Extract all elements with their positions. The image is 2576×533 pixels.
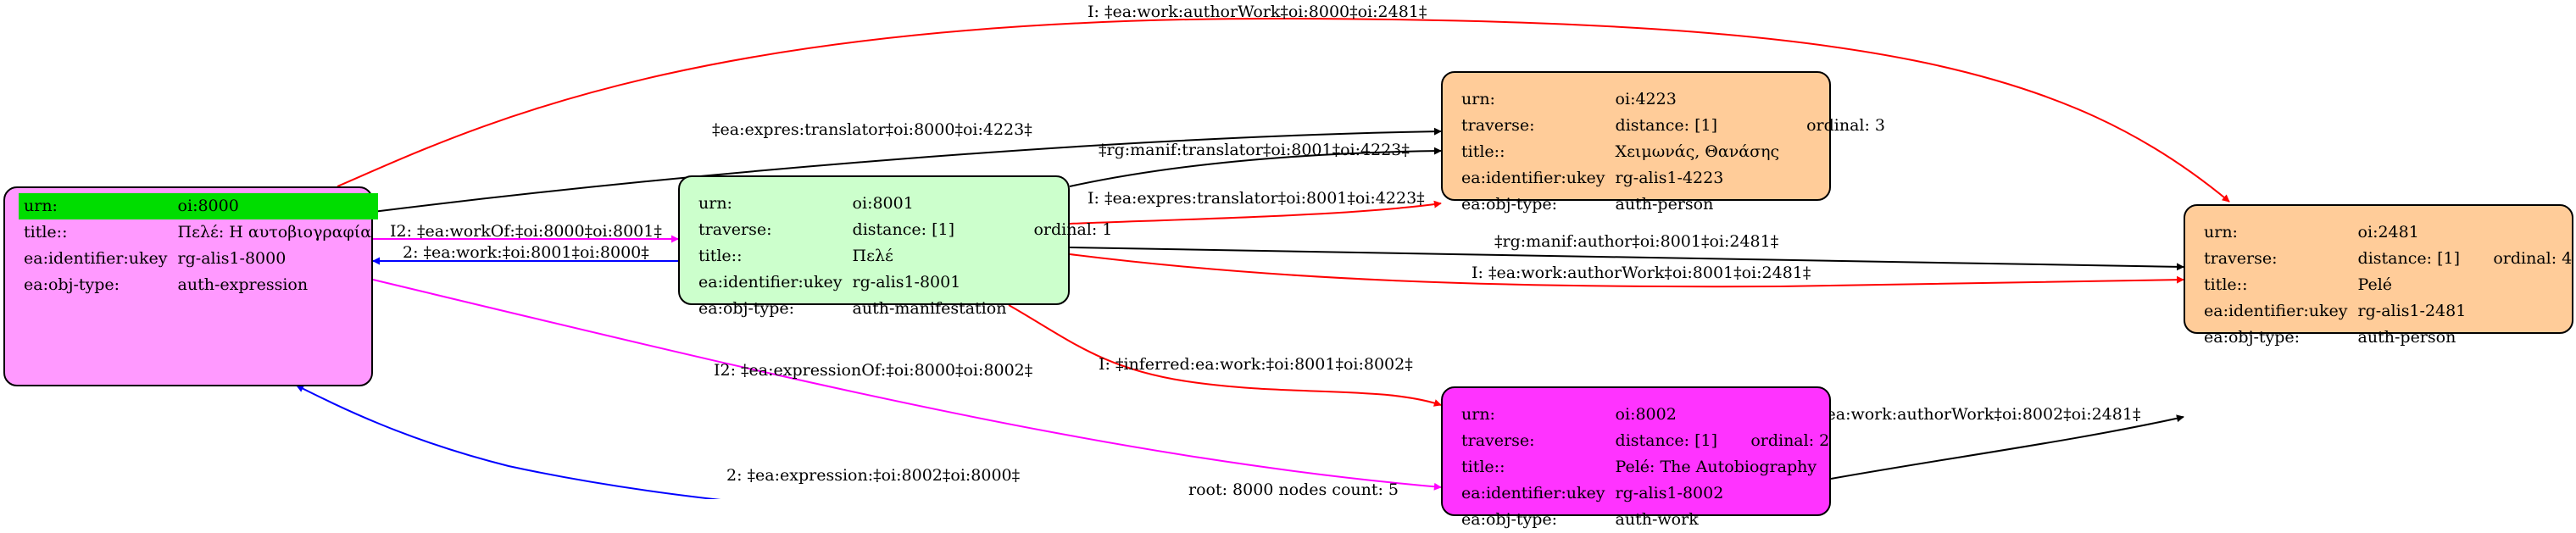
field-value: distance: [1] bbox=[2357, 249, 2460, 268]
field-key: ea:identifier:ukey bbox=[698, 273, 843, 291]
field-value: oi:2481 bbox=[2357, 223, 2419, 242]
field-key: ea:obj-type: bbox=[2204, 328, 2301, 347]
field-key: ea:identifier:ukey bbox=[2204, 302, 2348, 320]
edge-inv-translator-8001 bbox=[1069, 200, 1442, 225]
field-value: oi:8001 bbox=[852, 194, 914, 213]
edge-label-translator-8000-4223: ‡ea:expres:translator‡oi:8000‡oi:4223‡ bbox=[712, 120, 1032, 139]
field-key: traverse: bbox=[698, 220, 772, 239]
edge-label-manif-author: ‡rg:manif:author‡oi:8001‡oi:2481‡ bbox=[1494, 232, 1778, 251]
field-value: distance: [1] bbox=[852, 220, 954, 239]
field-key: ea:identifier:ukey bbox=[24, 249, 168, 268]
field-value: rg-alis1-8002 bbox=[1615, 484, 1724, 502]
node-table: urn: oi:8001 traverse: distance: [1] ordina… bbox=[693, 191, 1117, 322]
edge-manif-author bbox=[1069, 247, 2184, 271]
field-key: title:: bbox=[1461, 142, 1505, 161]
field-key: ea:obj-type: bbox=[1461, 195, 1558, 214]
field-value: Χειμωνάς, Θανάσης bbox=[1615, 142, 1780, 161]
edge-authorwork-8002 bbox=[1830, 414, 2184, 480]
node-oi-8002[interactable]: urn: oi:8002 traverse: distance: [1] ordina… bbox=[1441, 386, 1831, 529]
edge-label-inv-translator-8001: I: ‡ea:expres:translator‡oi:8001‡oi:4223… bbox=[1088, 189, 1425, 208]
edge-label-work-8001-8000: 2: ‡ea:work:‡oi:8001‡oi:8000‡ bbox=[403, 243, 649, 262]
edge-label-inferred: I: ‡inferred:ea:work:‡oi:8001‡oi:8002‡ bbox=[1099, 355, 1413, 374]
field-key: traverse: bbox=[2204, 249, 2278, 268]
node-table: urn:oi:8000 title::Πελέ: Η αυτοβιογραφία… bbox=[19, 193, 378, 298]
field-key: urn: bbox=[698, 194, 732, 213]
field-ordinal: ordinal: 1 bbox=[1033, 220, 1113, 239]
edge-label-expression: 2: ‡ea:expression:‡oi:8002‡oi:8000‡ bbox=[726, 466, 1020, 485]
field-key: traverse: bbox=[1461, 431, 1535, 450]
field-key: ea:identifier:ukey bbox=[1461, 484, 1605, 502]
field-value: Πελέ: Η αυτοβιογραφία bbox=[177, 223, 372, 242]
field-value: rg-alis1-4223 bbox=[1615, 169, 1724, 187]
edge-expressionof bbox=[372, 279, 1442, 491]
field-key: title:: bbox=[1461, 458, 1505, 476]
edge-label-authorwork-8000-2481: I: ‡ea:work:authorWork‡oi:8000‡oi:2481‡ bbox=[1088, 3, 1427, 21]
field-ordinal: ordinal: 2 bbox=[1750, 431, 1830, 450]
field-value: auth-expression bbox=[177, 275, 309, 294]
edge-authorwork-8000-2481 bbox=[337, 17, 2230, 203]
field-value: rg-alis1-2481 bbox=[2357, 302, 2467, 320]
edge-label-expressionof: I2: ‡ea:expressionOf:‡oi:8000‡oi:8002‡ bbox=[714, 361, 1032, 380]
node-table: urn: oi:4223 traverse: distance: [1] ordina… bbox=[1456, 86, 1890, 218]
node-table: urn: oi:8002 traverse: distance: [1] ordina… bbox=[1456, 402, 1834, 533]
field-key: urn: bbox=[1461, 405, 1495, 424]
field-value: auth-person bbox=[2357, 328, 2456, 347]
field-key: urn: bbox=[1461, 90, 1495, 108]
field-value: oi:8000 bbox=[172, 193, 378, 219]
node-oi-8000[interactable]: urn:oi:8000 title::Πελέ: Η αυτοβιογραφία… bbox=[3, 186, 378, 386]
field-key: title:: bbox=[698, 247, 743, 265]
node-oi-8001[interactable]: urn: oi:8001 traverse: distance: [1] ordina… bbox=[678, 175, 1112, 318]
edge-inferred bbox=[1008, 304, 1442, 407]
field-key: title:: bbox=[24, 223, 68, 242]
field-key: urn: bbox=[2204, 223, 2238, 242]
edge-translator-8000-4223 bbox=[372, 127, 1442, 213]
field-value: auth-work bbox=[1615, 510, 1699, 529]
footer-caption: root: 8000 nodes count: 5 bbox=[1188, 480, 1399, 499]
field-value: rg-alis1-8000 bbox=[177, 249, 287, 268]
edge-label-authorwork-8002: ‡ea:work:authorWork‡oi:8002‡oi:2481‡ bbox=[1818, 405, 2140, 424]
field-key: ea:identifier:ukey bbox=[1461, 169, 1605, 187]
field-value: oi:4223 bbox=[1615, 90, 1677, 108]
field-ordinal: ordinal: 4 bbox=[2493, 249, 2573, 268]
field-value: rg-alis1-8001 bbox=[852, 273, 961, 291]
field-ordinal: ordinal: 3 bbox=[1806, 116, 1886, 135]
edge-label-inv-author-8001: I: ‡ea:work:authorWork‡oi:8001‡oi:2481‡ bbox=[1472, 264, 1811, 282]
field-value: auth-person bbox=[1615, 195, 1714, 214]
field-key: title:: bbox=[2204, 275, 2248, 294]
edge-expression bbox=[296, 385, 721, 499]
field-key: ea:obj-type: bbox=[24, 275, 120, 294]
edge-manif-translator bbox=[1069, 147, 1442, 187]
field-key: ea:obj-type: bbox=[698, 299, 795, 318]
field-value: Pelé bbox=[2357, 275, 2393, 294]
field-value: Pelé: The Autobiography bbox=[1615, 458, 1817, 476]
node-oi-2481[interactable]: urn: oi:2481 traverse: distance: [1] ordina… bbox=[2184, 204, 2573, 347]
edge-inv-author-8001 bbox=[1069, 253, 2184, 288]
field-key: urn: bbox=[19, 193, 173, 219]
field-key: traverse: bbox=[1461, 116, 1535, 135]
field-value: distance: [1] bbox=[1615, 116, 1717, 135]
field-value: oi:8002 bbox=[1615, 405, 1677, 424]
node-oi-4223[interactable]: urn: oi:4223 traverse: distance: [1] ordina… bbox=[1441, 71, 1885, 214]
node-table: urn: oi:2481 traverse: distance: [1] ordina… bbox=[2199, 219, 2576, 351]
edge-label-manif-translator: ‡rg:manif:translator‡oi:8001‡oi:4223‡ bbox=[1099, 141, 1410, 159]
field-value: Πελέ bbox=[852, 247, 893, 265]
graph-canvas: I: ‡ea:work:authorWork‡oi:8000‡oi:2481‡ … bbox=[296, 3, 2230, 499]
edge-label-workof: I2: ‡ea:workOf:‡oi:8000‡oi:8001‡ bbox=[390, 222, 662, 241]
field-value: distance: [1] bbox=[1615, 431, 1717, 450]
field-value: auth-manifestation bbox=[852, 299, 1007, 318]
field-key: ea:obj-type: bbox=[1461, 510, 1558, 529]
